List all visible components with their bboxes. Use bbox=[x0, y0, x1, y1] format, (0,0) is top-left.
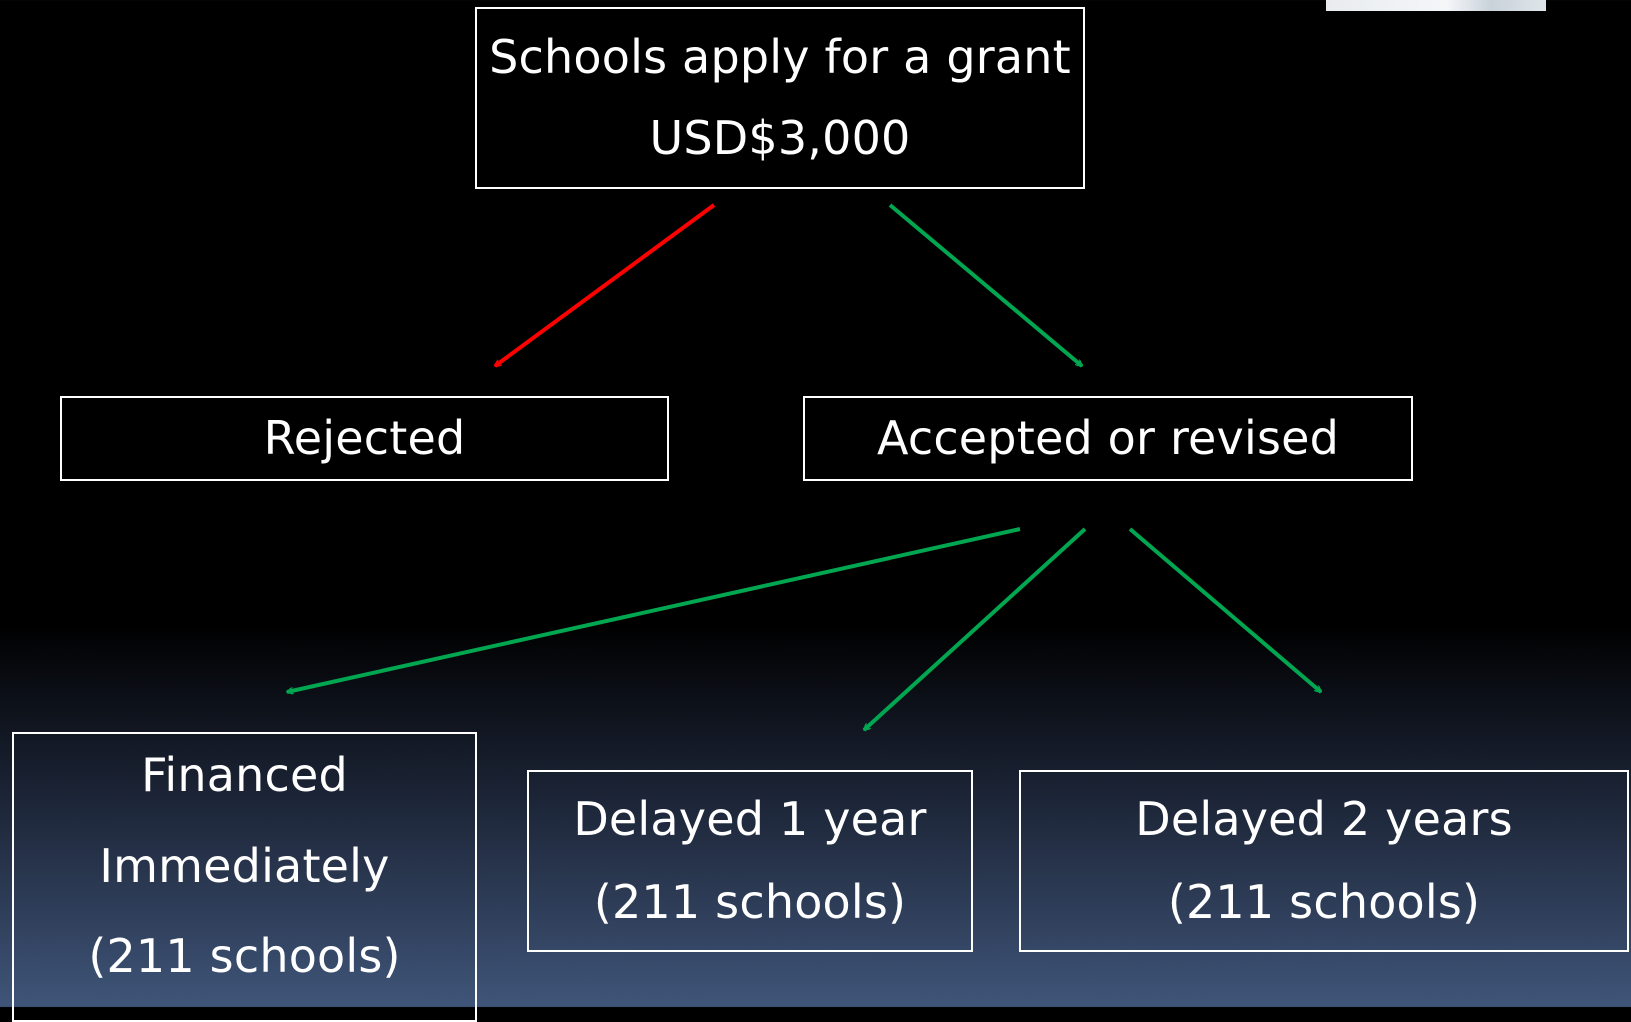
arrow-root-to-rejected bbox=[495, 203, 716, 368]
node-grant-application-amount: USD$3,000 bbox=[649, 111, 911, 166]
node-delayed-1-year: Delayed 1 year (211 schools) bbox=[527, 770, 973, 952]
node-delay1-count: (211 schools) bbox=[593, 875, 907, 930]
node-rejected: Rejected bbox=[60, 396, 669, 481]
arrow-accepted-to-financed bbox=[287, 527, 1021, 692]
node-financed-line1: Financed bbox=[141, 748, 348, 802]
node-delayed-2-years: Delayed 2 years (211 schools) bbox=[1019, 770, 1629, 952]
node-financed-count: (211 schools) bbox=[88, 929, 401, 984]
arrow-accepted-to-delay1 bbox=[864, 527, 1087, 730]
node-delay2-count: (211 schools) bbox=[1167, 875, 1481, 930]
node-rejected-label: Rejected bbox=[263, 411, 466, 466]
node-grant-application-title: Schools apply for a grant bbox=[489, 30, 1071, 85]
node-grant-application: Schools apply for a grant USD$3,000 bbox=[475, 7, 1085, 189]
arrow-root-to-accepted bbox=[888, 203, 1082, 368]
arrow-accepted-to-delay2 bbox=[1128, 527, 1321, 694]
node-delay1-label: Delayed 1 year bbox=[573, 792, 927, 847]
node-financed-immediately: Financed Immediately (211 schools) bbox=[12, 732, 477, 1022]
node-financed-line2: Immediately bbox=[99, 838, 390, 893]
corner-thumbnail-image bbox=[1326, 0, 1546, 11]
node-accepted-label: Accepted or revised bbox=[876, 411, 1340, 466]
node-accepted-or-revised: Accepted or revised bbox=[803, 396, 1413, 481]
node-delay2-label: Delayed 2 years bbox=[1135, 792, 1513, 847]
